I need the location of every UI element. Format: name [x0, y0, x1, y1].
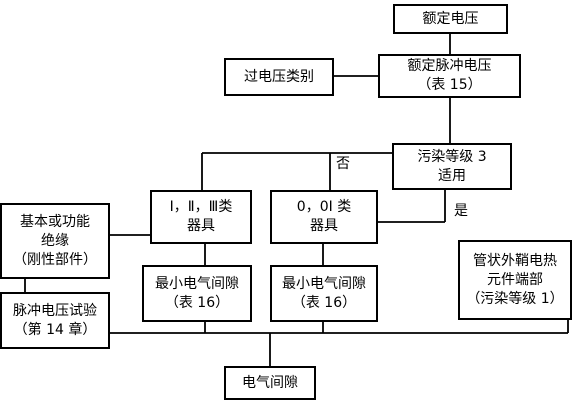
impulse-voltage-test-line2: （第 14 章）: [13, 321, 97, 338]
impulse-voltage-test-line1: 脉冲电压试验: [13, 302, 97, 319]
class-123-appliances-line2: 器具: [187, 218, 215, 234]
tubular-sheathed-heating-box: 管状外鞘电热 元件端部 （污染等级 1）: [458, 240, 572, 320]
class-0-0i-appliances-line1: 0，0Ⅰ 类: [296, 199, 352, 215]
overvoltage-category-text: 过电压类别: [244, 68, 314, 85]
rated-impulse-voltage-box: 额定脉冲电压 （表 15）: [378, 54, 521, 98]
min-clearance-right-box: 最小电气间隙 （表 16）: [270, 265, 378, 322]
pollution-degree-3-box: 污染等级 3 适用: [392, 143, 512, 190]
basic-functional-insulation-line3: （刚性部件）: [13, 251, 97, 268]
class-123-appliances-box: Ⅰ，Ⅱ，Ⅲ类 器具: [150, 190, 252, 244]
min-clearance-left-box: 最小电气间隙 （表 16）: [142, 265, 252, 322]
min-clearance-left-line1: 最小电气间隙: [155, 275, 239, 292]
rated-voltage-box: 额定电压: [393, 4, 508, 34]
rated-impulse-voltage-line2: （表 15）: [417, 77, 482, 93]
class-0-0i-appliances-line2: 器具: [310, 218, 338, 234]
class-123-appliances-line1: Ⅰ，Ⅱ，Ⅲ类: [169, 199, 233, 215]
clearance-box: 电气间隙: [224, 366, 316, 400]
pollution-degree-3-line1: 污染等级 3: [417, 148, 487, 165]
edge-label-yes: 是: [454, 203, 468, 219]
tubular-sheathed-heating-line3: （污染等级 1）: [466, 290, 564, 307]
min-clearance-right-line2: （表 16）: [291, 294, 357, 311]
impulse-voltage-test-box: 脉冲电压试验 （第 14 章）: [0, 292, 110, 349]
min-clearance-left-line2: （表 16）: [164, 294, 230, 311]
rated-voltage-text: 额定电压: [422, 10, 479, 27]
basic-functional-insulation-box: 基本或功能 绝缘 （刚性部件）: [0, 203, 110, 279]
pollution-degree-3-line2: 适用: [438, 167, 466, 184]
tubular-sheathed-heating-line2: 元件端部: [487, 271, 543, 288]
tubular-sheathed-heating-line1: 管状外鞘电热: [473, 252, 557, 269]
clearance-text: 电气间隙: [242, 374, 298, 391]
basic-functional-insulation-line2: 绝缘: [41, 232, 69, 249]
overvoltage-category-box: 过电压类别: [224, 58, 334, 96]
min-clearance-right-line1: 最小电气间隙: [282, 275, 366, 292]
edge-label-no: 否: [336, 156, 350, 172]
basic-functional-insulation-line1: 基本或功能: [20, 213, 90, 230]
rated-impulse-voltage-line1: 额定脉冲电压: [407, 58, 492, 74]
class-0-0i-appliances-box: 0，0Ⅰ 类 器具: [270, 190, 378, 244]
